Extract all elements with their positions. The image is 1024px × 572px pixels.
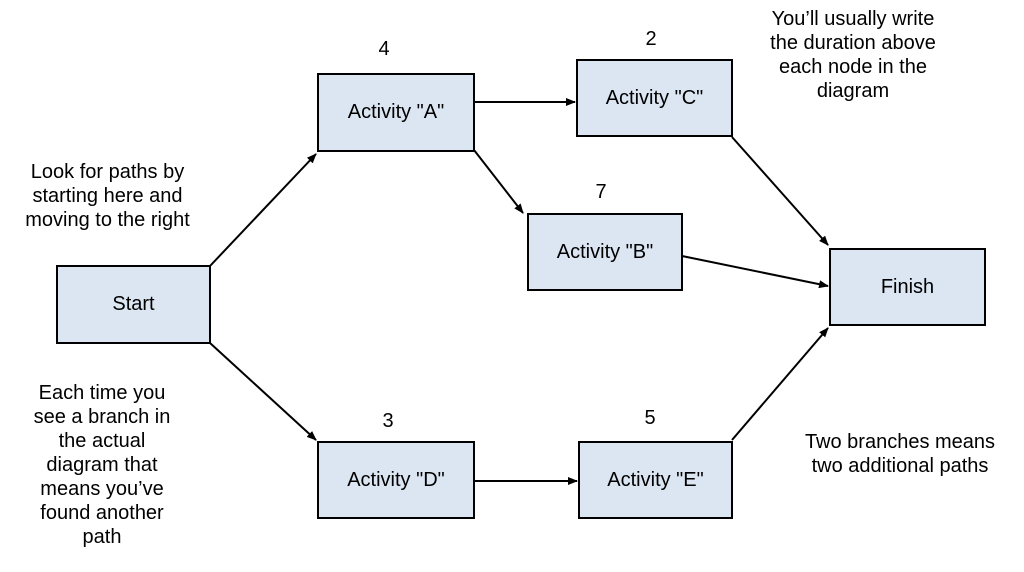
note-line: path bbox=[82, 526, 122, 548]
node-activity-d-label: Activity "D" bbox=[347, 468, 445, 491]
node-activity-a-label: Activity "A" bbox=[347, 101, 445, 123]
arrow-e-to-finish bbox=[731, 327, 829, 441]
node-activity-b: Activity "B" bbox=[527, 213, 683, 291]
note-line: Each time you bbox=[38, 382, 166, 404]
note-line: found another bbox=[40, 502, 164, 524]
node-start-label: Start bbox=[112, 293, 155, 315]
note-line: Look for paths by bbox=[30, 161, 185, 183]
duration-activity-b: 7 bbox=[595, 181, 607, 203]
arrow-a-to-b bbox=[473, 149, 524, 214]
node-activity-e-label: Activity "E" bbox=[607, 468, 704, 491]
duration-activity-d: 3 bbox=[382, 410, 394, 432]
note-paths-start: Look for paths by starting here and movi… bbox=[0, 160, 215, 232]
note-branch: Each time you see a branch in the actual… bbox=[0, 381, 204, 549]
note-duration-hint: You’ll usually write the duration above … bbox=[742, 7, 964, 103]
arrow-c-to-finish bbox=[731, 136, 829, 246]
node-activity-b-label: Activity "B" bbox=[556, 240, 654, 263]
duration-activity-c: 2 bbox=[645, 28, 657, 50]
note-two-branches: Two branches means two additional paths bbox=[784, 430, 1016, 478]
node-finish: Finish bbox=[829, 248, 986, 326]
node-finish-label: Finish bbox=[880, 275, 935, 298]
node-activity-c: Activity "C" bbox=[576, 59, 733, 137]
note-line: two additional paths bbox=[811, 455, 989, 477]
duration-activity-a: 4 bbox=[378, 38, 390, 60]
arrow-b-to-finish bbox=[681, 255, 829, 289]
duration-activity-e: 5 bbox=[644, 407, 656, 429]
note-line: You’ll usually write bbox=[771, 8, 935, 30]
node-activity-c-label: Activity "C" bbox=[605, 86, 704, 109]
note-line: diagram bbox=[816, 80, 890, 102]
node-activity-d: Activity "D" bbox=[317, 441, 475, 519]
note-line: moving to the right bbox=[25, 209, 190, 231]
note-line: the duration above bbox=[770, 32, 936, 54]
arrow-start-to-d bbox=[209, 342, 317, 441]
note-line: starting here and bbox=[32, 185, 183, 207]
note-line: the actual bbox=[58, 430, 146, 452]
note-line: diagram that bbox=[46, 454, 158, 476]
node-activity-e: Activity "E" bbox=[578, 441, 733, 519]
node-start: Start bbox=[56, 265, 211, 344]
node-activity-a: Activity "A" bbox=[317, 73, 475, 152]
note-line: see a branch in bbox=[33, 406, 171, 428]
arrow-start-to-a bbox=[209, 153, 317, 267]
note-line: each node in the bbox=[779, 56, 927, 78]
note-line: means you’ve bbox=[40, 478, 164, 500]
note-line: Two branches means bbox=[804, 431, 996, 453]
